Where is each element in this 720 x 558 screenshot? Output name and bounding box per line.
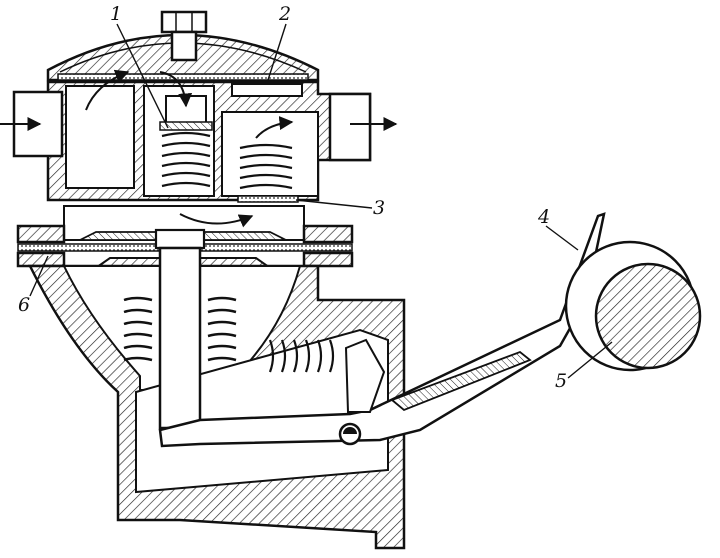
diaphragm-nut (154, 228, 206, 250)
outlet-passage (231, 83, 303, 97)
diaphragm-rod (158, 246, 202, 430)
outlet-nipple (328, 92, 372, 162)
eccentric-shaft (594, 262, 702, 370)
outlet-valve-spring (239, 143, 293, 190)
upper-flange (16, 224, 354, 244)
filter-mesh (57, 73, 309, 81)
rocker-slot (390, 350, 532, 412)
diaphragm-spring (123, 296, 237, 362)
return-spring (268, 339, 335, 373)
callout-5: 5 (555, 370, 568, 392)
inlet-valve-spring (161, 131, 211, 188)
callout-2: 2 (279, 3, 292, 25)
cover-bolt-shank (170, 30, 198, 62)
callout-6: 6 (18, 294, 31, 316)
leader-lines (29, 23, 613, 379)
callout-4: 4 (538, 206, 551, 228)
rocker-link (344, 338, 386, 413)
flow-arrows (0, 69, 398, 228)
outlet-valve (237, 195, 299, 203)
cover-bolt-head (160, 10, 208, 34)
inlet-chamber (65, 85, 135, 189)
callout-1: 1 (110, 3, 123, 25)
callout-3: 3 (373, 197, 386, 219)
